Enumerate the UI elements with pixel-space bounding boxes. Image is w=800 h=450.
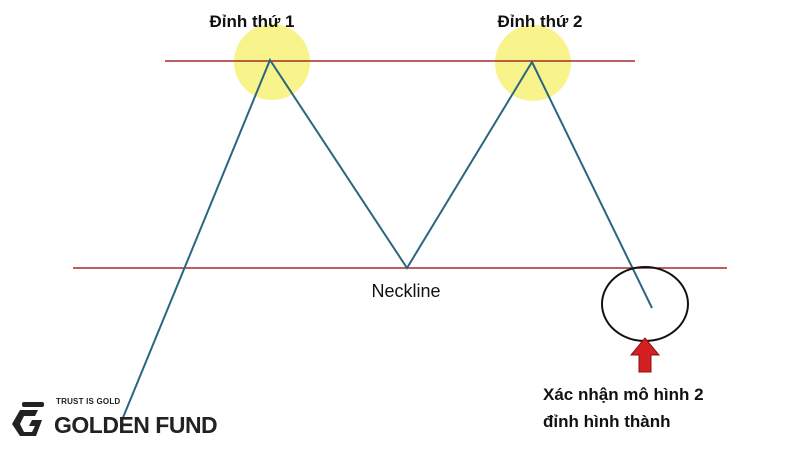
up-arrow-icon — [629, 337, 661, 373]
logo-tagline: TRUST IS GOLD — [56, 397, 121, 406]
neckline-label: Neckline — [371, 281, 441, 301]
peak1-label: Đỉnh thứ 1 — [209, 12, 295, 31]
confirmation-circle — [601, 266, 689, 342]
golden-fund-logo: TRUST IS GOLD GOLDEN FUND — [8, 397, 248, 442]
confirmation-label-line2: đỉnh hình thành — [543, 412, 671, 431]
logo-name: GOLDEN FUND — [54, 412, 218, 438]
price-line — [121, 57, 653, 421]
logo-mark-icon — [12, 402, 44, 436]
confirmation-label-line1: Xác nhận mô hình 2 — [543, 385, 704, 404]
peak2-label: Đỉnh thứ 2 — [497, 12, 583, 31]
